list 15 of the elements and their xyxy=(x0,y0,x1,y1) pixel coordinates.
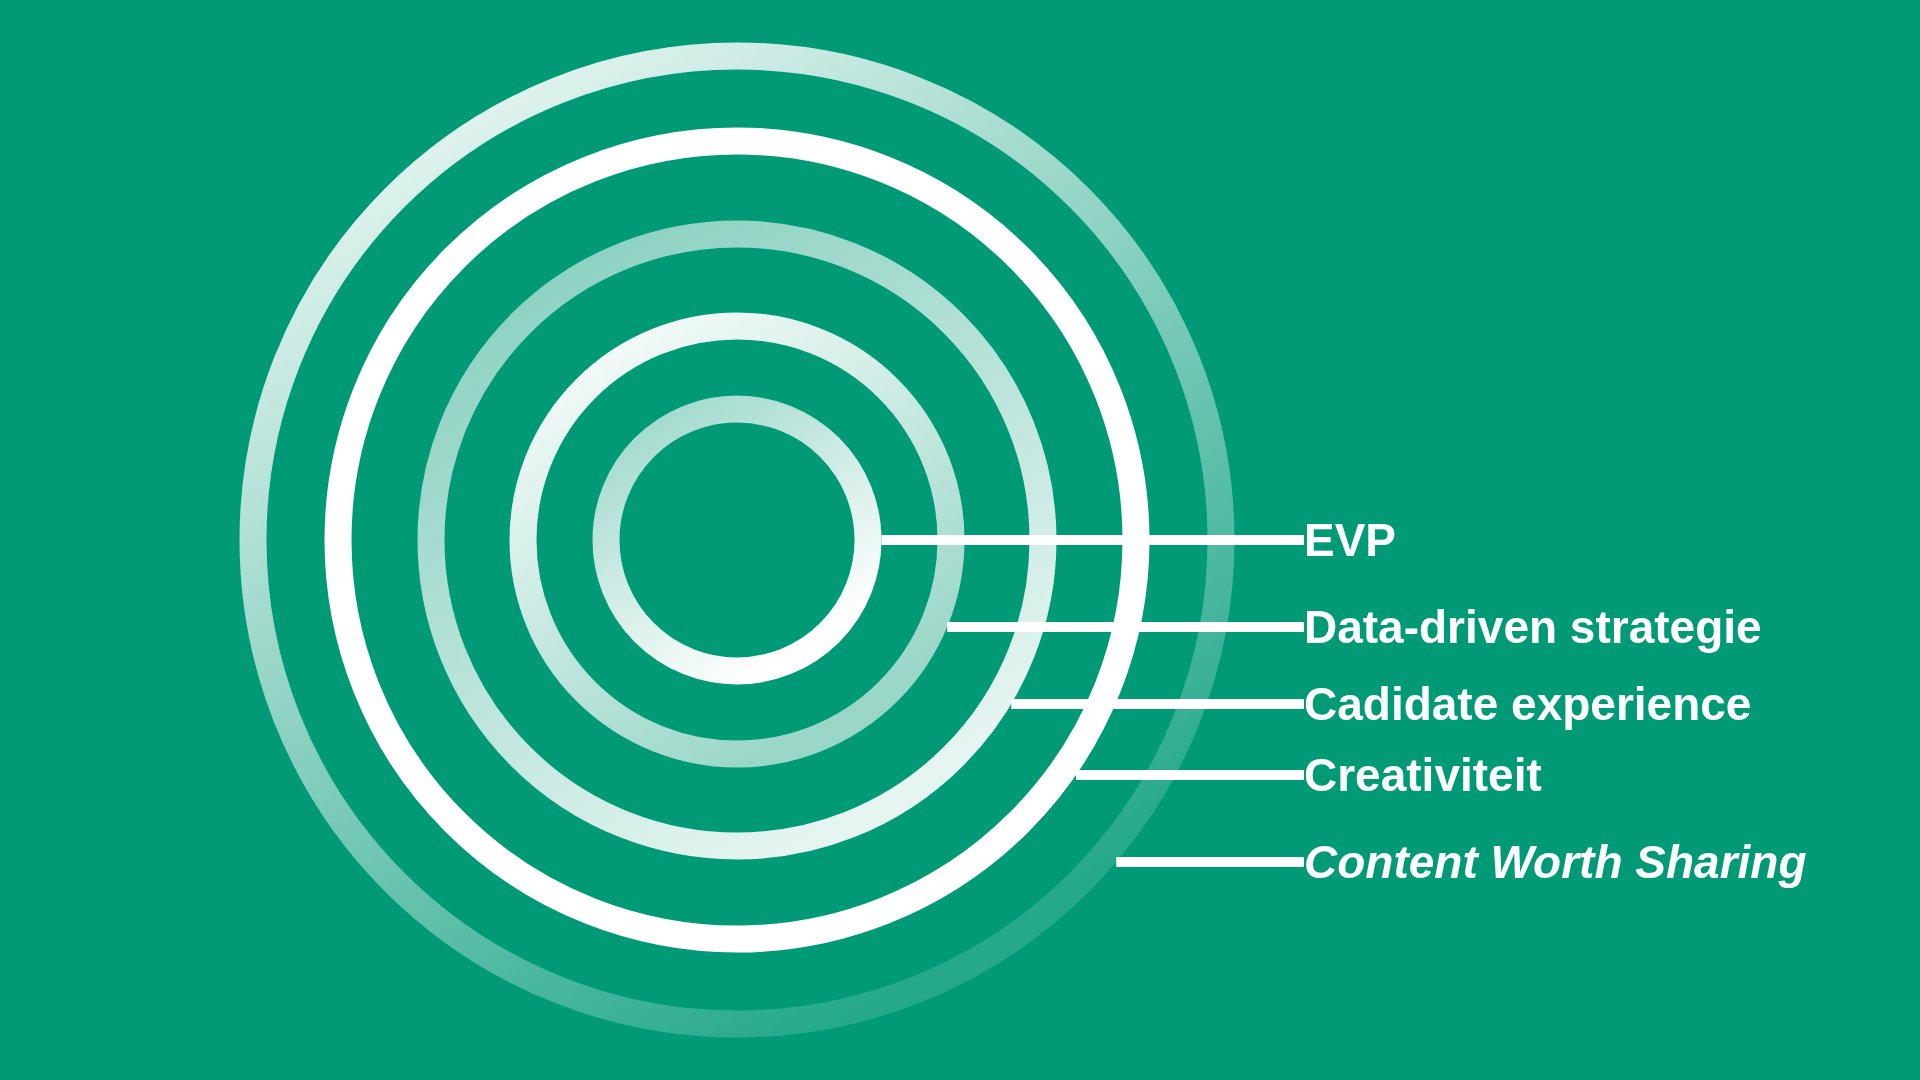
ring-label: Creativiteit xyxy=(1304,747,1542,803)
leader-line xyxy=(881,535,1304,545)
ring-label: Cadidate experience xyxy=(1304,676,1752,732)
leader-line xyxy=(1076,770,1304,780)
ring-label: Data-driven strategie xyxy=(1304,599,1762,655)
leader-line xyxy=(947,622,1304,632)
ring-label: Content Worth Sharing xyxy=(1304,834,1807,890)
ring xyxy=(324,127,1150,953)
ring xyxy=(509,312,965,768)
ring xyxy=(417,220,1057,860)
ring-label: EVP xyxy=(1304,512,1397,568)
leader-line xyxy=(1116,857,1304,867)
ring xyxy=(239,42,1235,1038)
ring xyxy=(592,395,882,685)
leader-line xyxy=(1011,699,1304,709)
